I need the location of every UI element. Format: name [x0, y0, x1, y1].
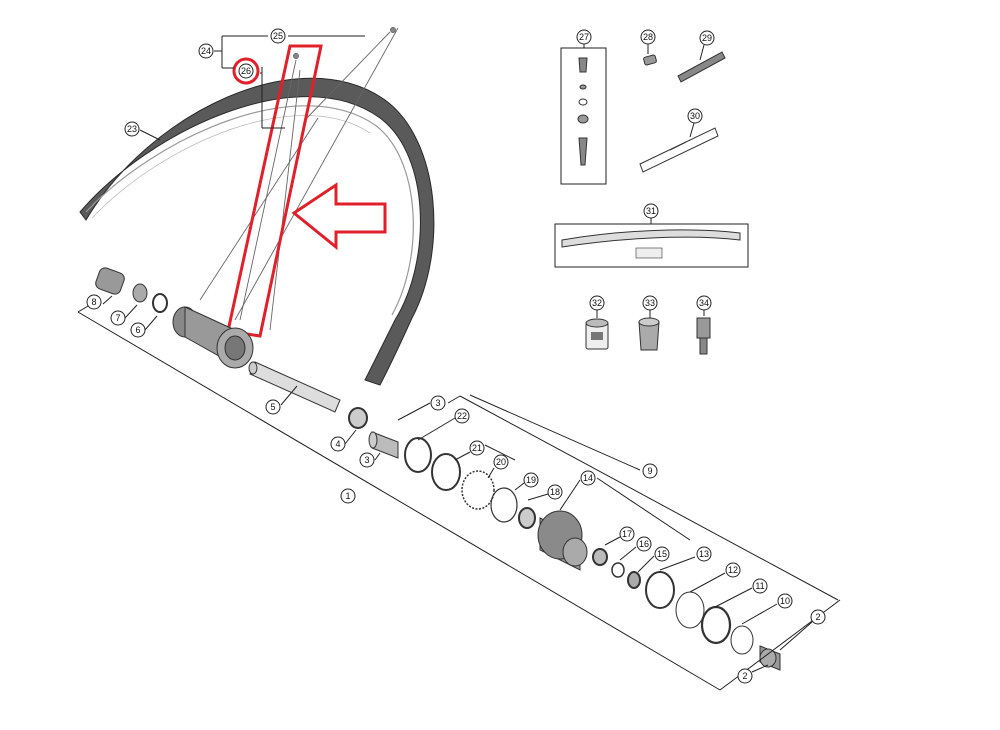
label-15: 15: [654, 546, 670, 562]
svg-text:25: 25: [273, 31, 283, 41]
svg-text:2: 2: [742, 671, 747, 681]
label-20: 20: [493, 454, 509, 470]
label-6: 6: [130, 322, 146, 338]
label-1: 1: [340, 488, 356, 504]
svg-text:10: 10: [780, 596, 790, 606]
svg-text:22: 22: [457, 411, 467, 421]
svg-text:1: 1: [345, 491, 350, 501]
label-3b: 3: [359, 452, 375, 468]
svg-text:32: 32: [592, 298, 602, 308]
svg-text:24: 24: [201, 46, 211, 56]
svg-text:16: 16: [639, 539, 649, 549]
svg-text:21: 21: [472, 443, 482, 453]
label-26: 26: [238, 63, 254, 79]
label-4: 4: [330, 436, 346, 452]
label-2b: 2: [737, 668, 753, 684]
label-18: 18: [547, 484, 563, 500]
label-19: 19: [523, 472, 539, 488]
label-27: 27: [576, 29, 592, 45]
svg-text:4: 4: [335, 439, 340, 449]
label-9: 9: [642, 463, 658, 479]
svg-text:3: 3: [364, 455, 369, 465]
svg-text:27: 27: [579, 32, 589, 42]
svg-text:5: 5: [270, 402, 275, 412]
svg-text:15: 15: [657, 549, 667, 559]
label-17: 17: [619, 526, 635, 542]
svg-text:28: 28: [643, 32, 653, 42]
svg-text:12: 12: [728, 565, 738, 575]
svg-text:31: 31: [646, 206, 656, 216]
label-33: 33: [642, 295, 658, 311]
svg-text:29: 29: [702, 33, 712, 43]
label-24: 24: [198, 43, 214, 59]
svg-text:23: 23: [127, 124, 137, 134]
highlight-annotations: [226, 44, 387, 338]
svg-text:7: 7: [115, 313, 120, 323]
highlight-circle: [232, 57, 260, 85]
label-29: 29: [699, 30, 715, 46]
label-10: 10: [777, 593, 793, 609]
label-31: 31: [643, 203, 659, 219]
svg-text:19: 19: [526, 475, 536, 485]
svg-text:33: 33: [645, 298, 655, 308]
label-13: 13: [696, 546, 712, 562]
svg-text:8: 8: [91, 297, 96, 307]
svg-text:26: 26: [241, 66, 251, 76]
label-3a: 3: [430, 395, 446, 411]
svg-text:30: 30: [690, 111, 700, 121]
highlight-box: [226, 44, 323, 338]
label-2a: 2: [810, 609, 826, 625]
label-30: 30: [687, 108, 703, 124]
label-12: 12: [725, 562, 741, 578]
svg-text:18: 18: [550, 487, 560, 497]
label-21: 21: [469, 440, 485, 456]
highlight-arrow: [291, 182, 387, 251]
svg-text:17: 17: [622, 529, 632, 539]
accessory-parts: [554, 47, 749, 355]
svg-text:11: 11: [755, 581, 764, 591]
spokes: [199, 27, 399, 331]
label-16: 16: [636, 536, 652, 552]
svg-text:3: 3: [435, 398, 440, 408]
svg-text:6: 6: [135, 325, 140, 335]
svg-text:34: 34: [699, 298, 709, 308]
label-23: 23: [124, 121, 140, 137]
leader-lines: [77, 35, 841, 691]
svg-text:13: 13: [699, 549, 709, 559]
label-34: 34: [696, 295, 712, 311]
label-11: 11: [752, 578, 768, 594]
label-25: 25: [270, 28, 286, 44]
label-22: 22: [454, 408, 470, 424]
freehub-parts: [404, 437, 781, 671]
label-8: 8: [86, 294, 102, 310]
svg-text:14: 14: [583, 473, 593, 483]
label-32: 32: [589, 295, 605, 311]
svg-text:20: 20: [496, 457, 506, 467]
label-28: 28: [640, 29, 656, 45]
label-5: 5: [265, 399, 281, 415]
svg-text:9: 9: [647, 466, 652, 476]
rim-part: [79, 77, 435, 386]
svg-text:2: 2: [815, 612, 820, 622]
part-labels: 1 2 2 3 3 4 5 6 7 8 9 10 11 12 13 14 15 …: [86, 28, 826, 684]
hub-parts-left: [95, 267, 399, 459]
label-7: 7: [110, 310, 126, 326]
label-14: 14: [580, 470, 596, 486]
